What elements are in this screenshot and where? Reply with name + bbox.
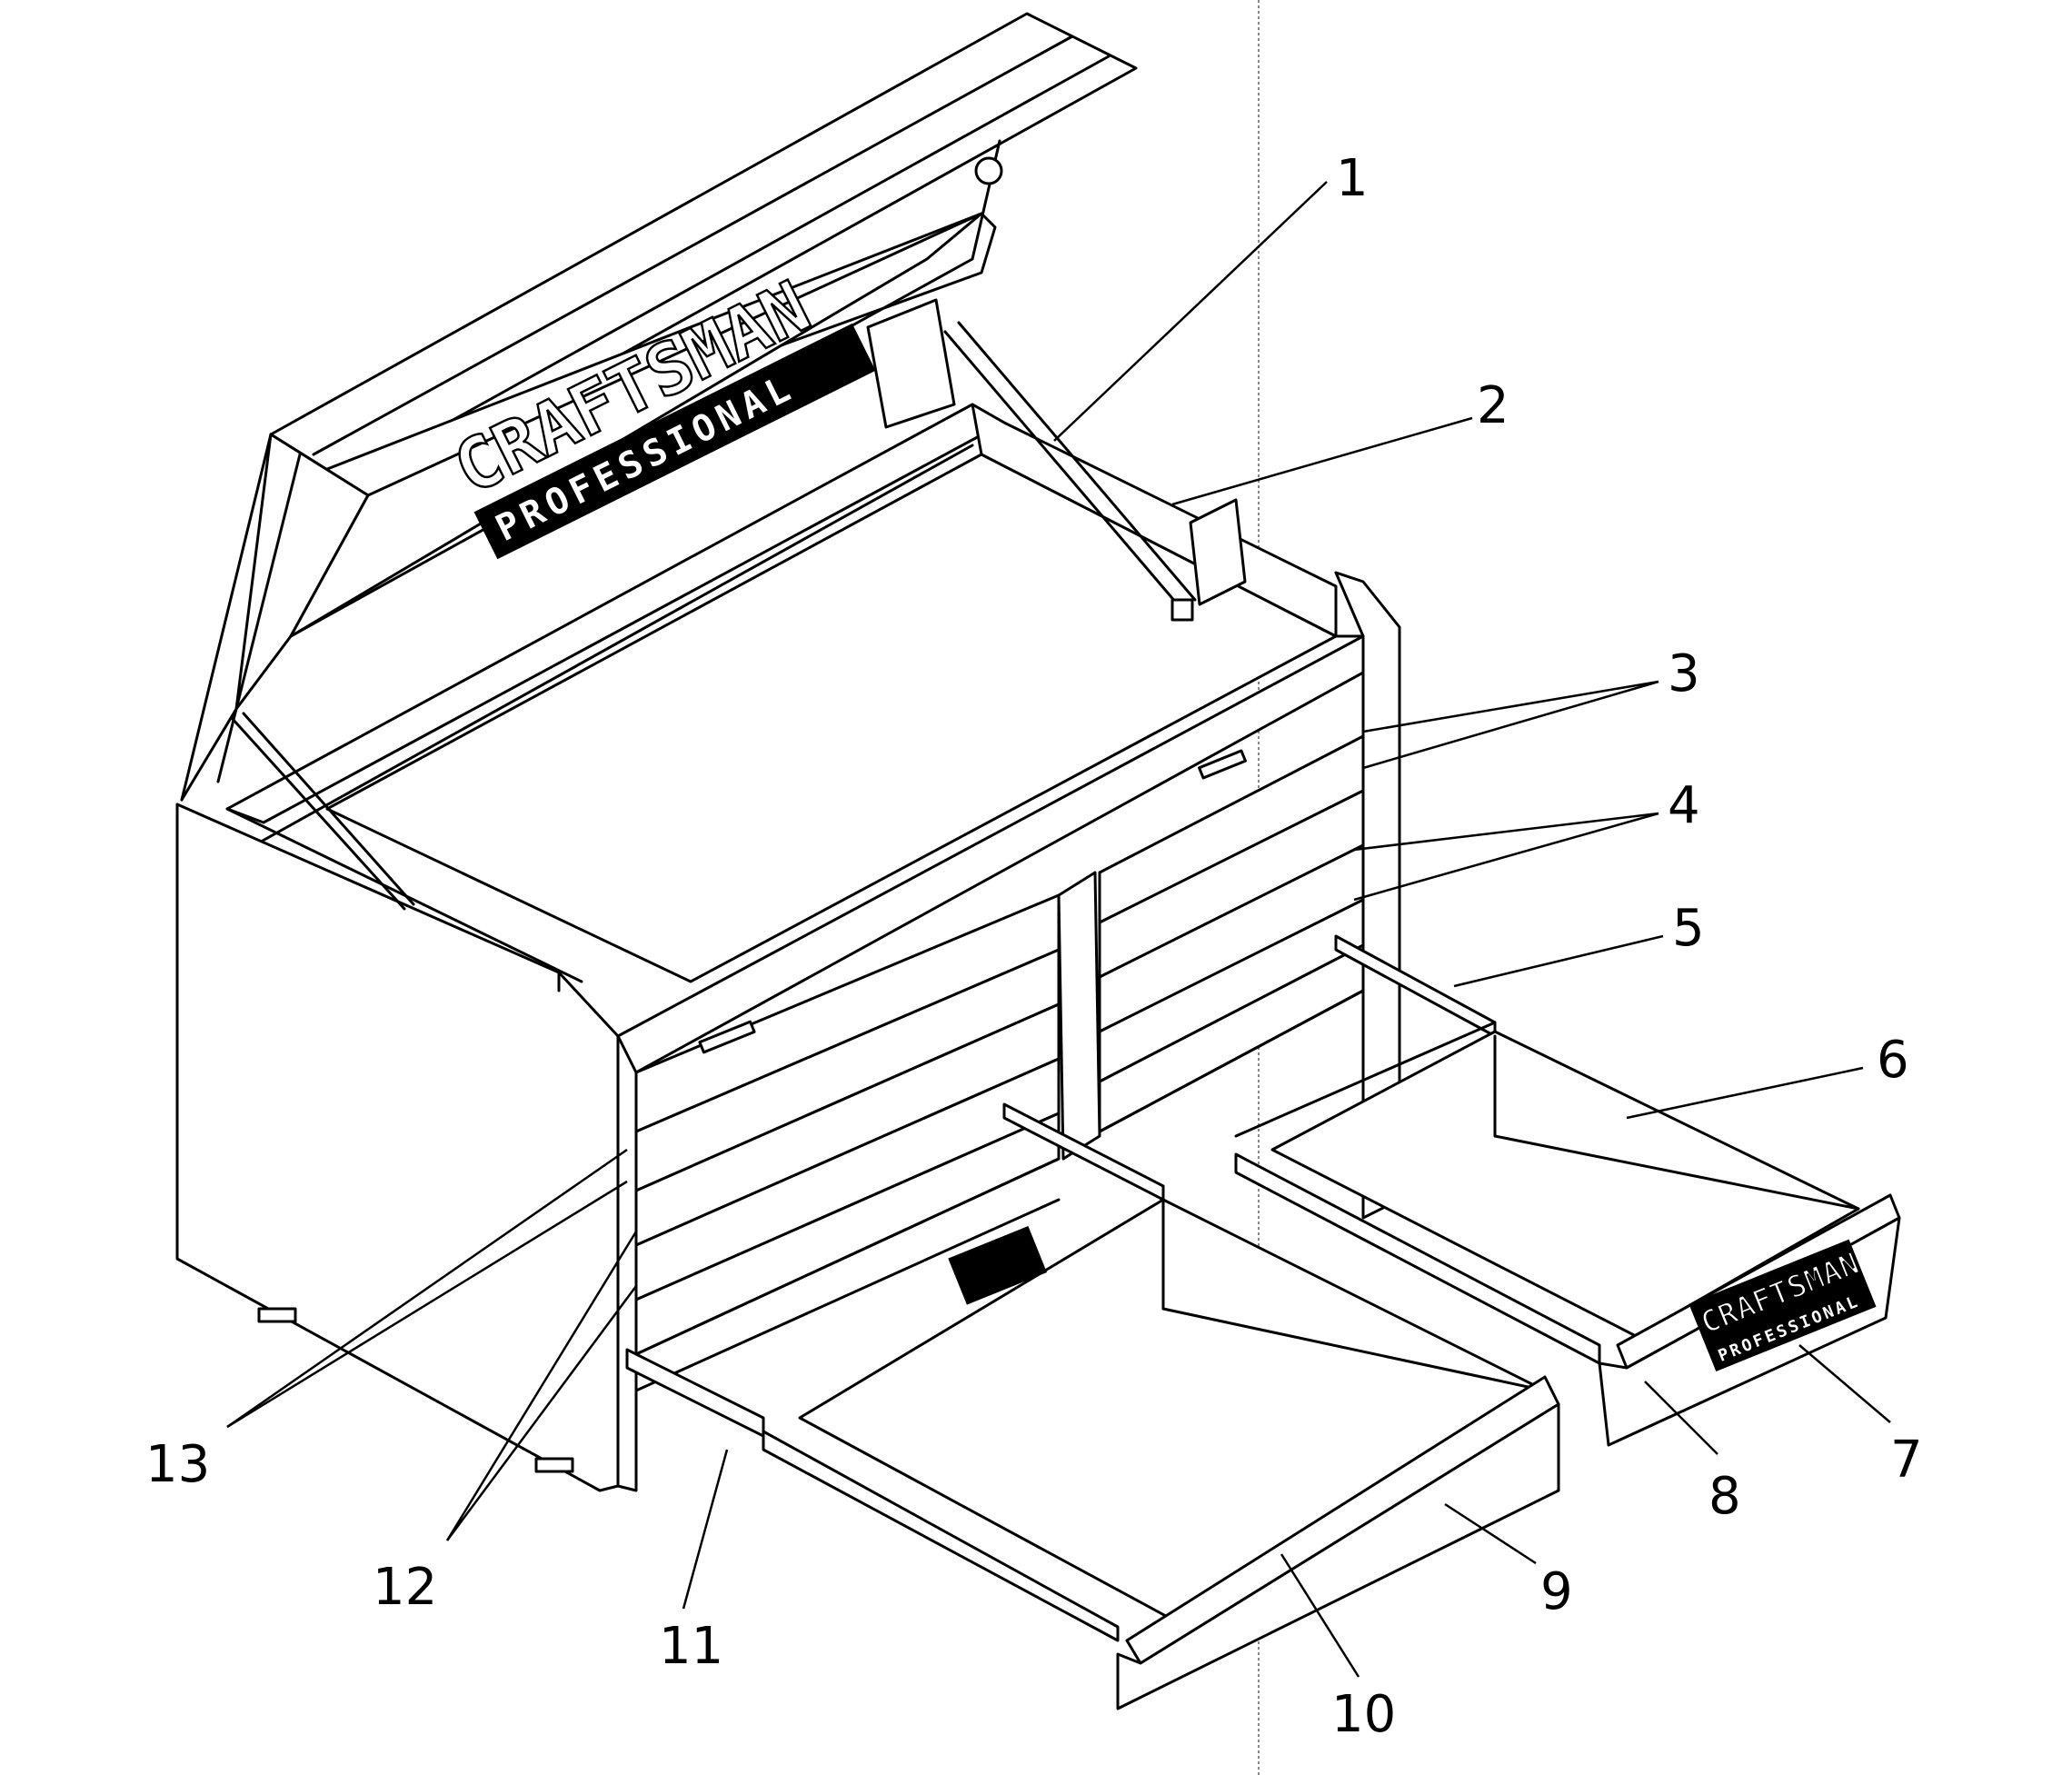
callout-7: 7 [1890,1431,1923,1490]
leader-10 [1280,1553,1360,1678]
strut-right-end [1170,598,1194,622]
lid-stop-knob [974,156,1003,185]
top-slot-right [1198,749,1247,780]
leader-12a [445,1231,638,1541]
leader-9 [1444,1502,1537,1565]
leader-11 [682,1449,729,1610]
callout-2: 2 [1477,376,1509,435]
lid-brand-band [473,323,876,560]
callout-4: 4 [1668,776,1700,835]
callout-1: 1 [1336,149,1369,208]
center-divider [1057,871,1101,1161]
top-slot-left [698,1020,756,1054]
left-drawer-front [1116,1402,1560,1710]
right-drawer-stack [1098,734,1365,1133]
leader-1 [1053,181,1328,442]
strut-left [230,716,406,911]
strut-right [943,330,1183,611]
callout-10: 10 [1331,1685,1396,1744]
lid-inner-panel [289,212,983,638]
leader-12b [445,1285,638,1541]
leader-7 [1798,1344,1891,1423]
right-drawer: CRAFTSMAN PROFESSIONAL [1234,934,1901,1447]
left-drawer [625,1102,1560,1710]
left-drawer-stack [634,893,1061,1356]
callout-3: 3 [1668,644,1700,703]
callout-13: 13 [145,1435,210,1494]
callout-numbers: 1 2 3 4 5 6 7 8 9 10 11 12 13 [145,149,1923,1744]
foot-right [534,1457,574,1473]
leader-2 [1171,416,1473,506]
strut-bracket [1189,498,1247,606]
callout-5: 5 [1672,899,1705,958]
callout-9: 9 [1540,1562,1573,1621]
leader-13b [226,1180,628,1429]
leader-5 [1453,934,1664,988]
lid-support-struts [230,321,1247,911]
leader-4a [1353,812,1659,852]
callout-12: 12 [373,1558,437,1617]
foot-left [257,1307,297,1323]
callout-8: 8 [1708,1467,1741,1526]
leader-13a [226,1148,628,1429]
callout-6: 6 [1877,1031,1909,1090]
leader-8 [1644,1381,1718,1455]
left-interior-label-plate [948,1225,1047,1305]
leader-lines [226,181,1891,1678]
leader-3b [1362,680,1659,770]
front-top-crossbar [616,634,1365,1074]
leader-3a [1362,680,1659,733]
leader-6 [1626,1066,1864,1120]
callout-11: 11 [659,1617,723,1676]
leader-4b [1353,812,1659,902]
